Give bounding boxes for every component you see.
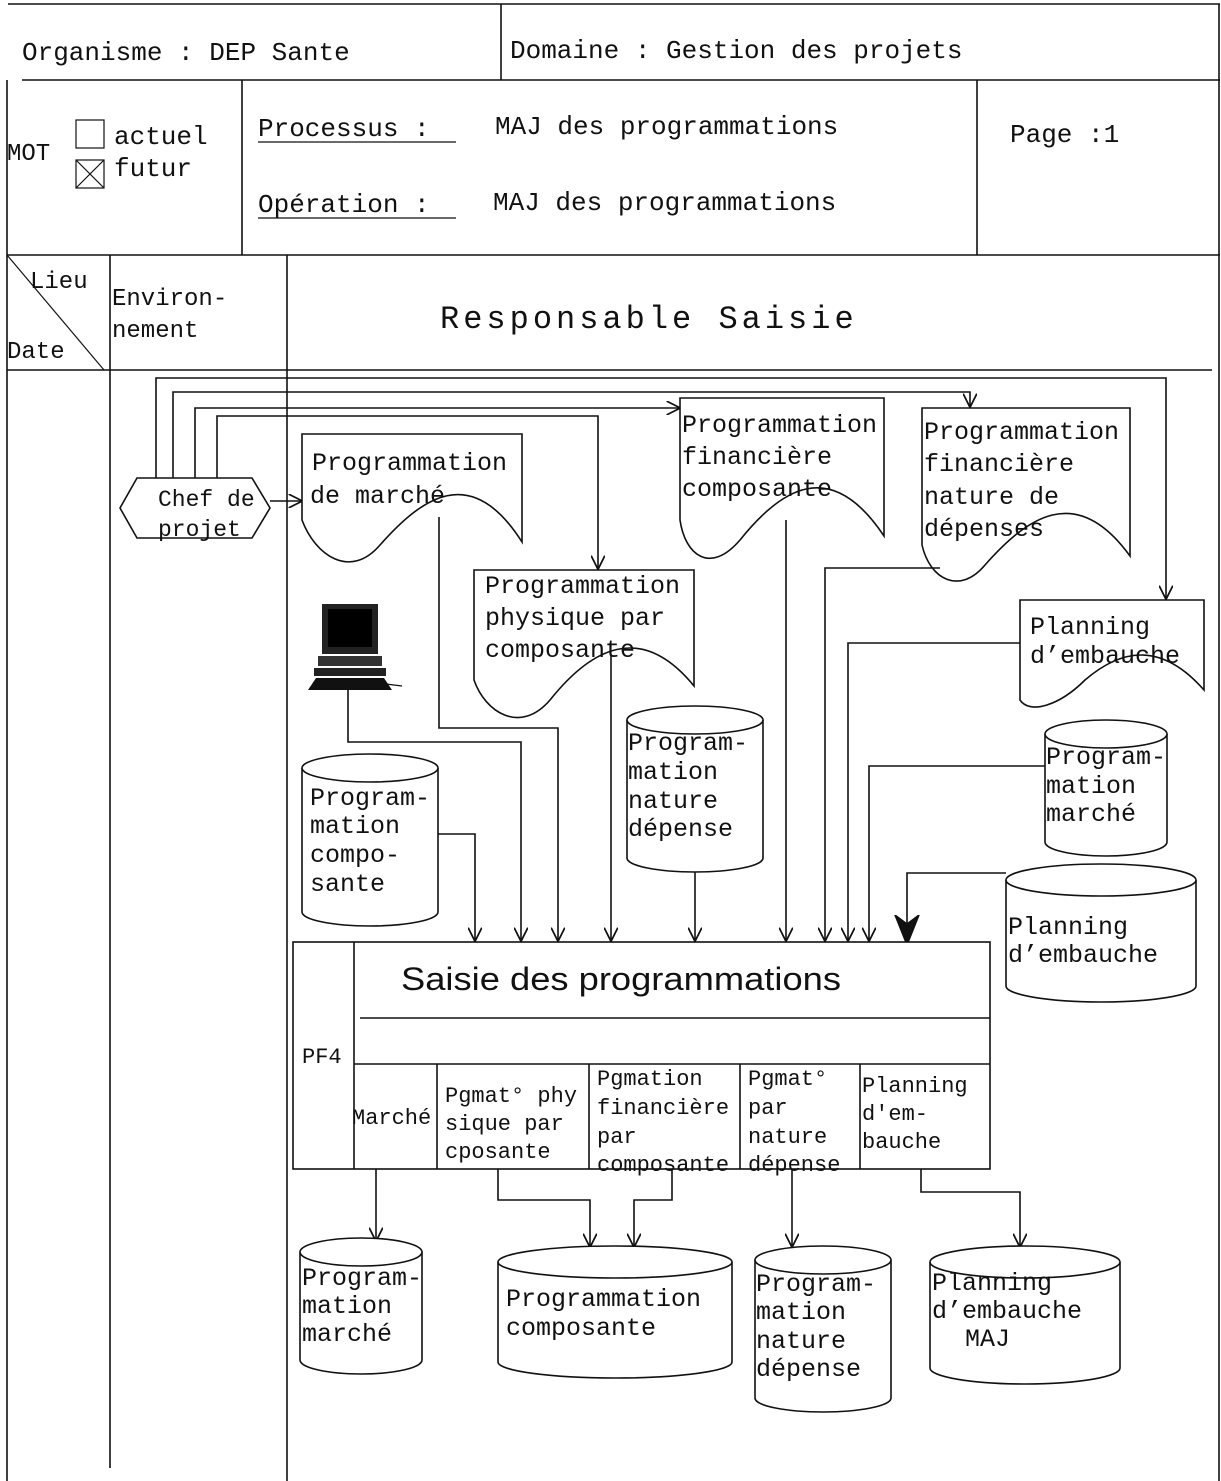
operation-saisie-box bbox=[292, 941, 991, 1170]
mot-label: MOT bbox=[7, 141, 50, 168]
svg-text:Program- mation ma: Program- mation marché bbox=[1046, 743, 1181, 829]
store-programmation-composante-output: Programmation composante bbox=[497, 1245, 733, 1379]
svg-text:Programmation de marché: Programmation de marché bbox=[310, 449, 522, 511]
output-flow-arrows bbox=[376, 1169, 1020, 1246]
store-programmation-composante-input: Program- mation compo- sante bbox=[301, 753, 445, 927]
date-header: Date bbox=[7, 339, 65, 366]
operation-title: Saisie des programmations bbox=[401, 961, 841, 997]
processus-value: MAJ des programmations bbox=[495, 112, 838, 142]
doc-programmation-physique: Programmation physique par composante bbox=[473, 569, 695, 719]
actor-routing-lines bbox=[155, 377, 1166, 598]
responsable-header: Responsable Saisie bbox=[440, 301, 858, 338]
svg-text:Chef de projet: Chef de projet bbox=[158, 487, 268, 543]
svg-text:Planning d’embauche: Planning d’embauche MAJ bbox=[932, 1269, 1097, 1354]
page-number: Page :1 bbox=[1010, 120, 1119, 150]
input-flow-arrows bbox=[347, 517, 1045, 942]
futur-checkbox-checked[interactable] bbox=[75, 159, 105, 189]
store-programmation-marche-input: Program- mation marché bbox=[1044, 719, 1181, 857]
operation-code: PF4 bbox=[302, 1045, 342, 1070]
doc-programmation-financiere-nature: Programmation financière nature de dépen… bbox=[921, 407, 1134, 582]
svg-text:Program- mation ma: Program- mation marché bbox=[302, 1264, 437, 1349]
environnement-header: Environ- nement bbox=[112, 286, 242, 345]
svg-text:Programmation composante: Programmation composante bbox=[506, 1285, 716, 1343]
svg-text:Programmation financière: Programmation financière composante bbox=[682, 411, 892, 504]
doc-planning-embauche: Planning d’embauche bbox=[1019, 599, 1205, 708]
svg-text:Planning d’embauche: Planning d’embauche bbox=[1030, 613, 1180, 671]
svg-text:Planning d’embauche: Planning d’embauche bbox=[1008, 913, 1158, 970]
computer-icon bbox=[308, 604, 403, 690]
actuel-checkbox[interactable] bbox=[75, 119, 105, 149]
operation-label: Opération : bbox=[258, 190, 430, 220]
op-cell-planning: Planning d'em- bauche bbox=[862, 1074, 981, 1155]
svg-text:Program- mation na: Program- mation nature dépense bbox=[756, 1270, 891, 1384]
domaine-field: Domaine : Gestion des projets bbox=[510, 36, 962, 66]
op-cell-physique: Pgmat° phy sique par cposante bbox=[445, 1084, 590, 1165]
op-cell-nature: Pgmat° par nature dépense bbox=[748, 1067, 840, 1178]
operation-value: MAJ des programmations bbox=[493, 188, 836, 218]
svg-text:Programmation physique p: Programmation physique par composante bbox=[485, 572, 695, 665]
organisme-field: Organisme : DEP Sante bbox=[22, 38, 350, 68]
doc-programmation-marche: Programmation de marché bbox=[301, 433, 523, 563]
store-planning-embauche-input: Planning d’embauche bbox=[1005, 863, 1197, 1003]
svg-text:Program- mation co: Program- mation compo- sante bbox=[310, 784, 445, 899]
store-programmation-marche-output: Program- mation marché bbox=[299, 1237, 437, 1375]
doc-programmation-financiere-composante: Programmation financière composante bbox=[679, 397, 892, 560]
column-frame bbox=[6, 254, 1212, 1481]
store-programmation-nature-input: Program- mation nature dépense bbox=[626, 705, 764, 873]
store-planning-embauche-maj-output: Planning d’embauche MAJ bbox=[929, 1245, 1121, 1385]
lieu-header: Lieu bbox=[30, 269, 88, 296]
op-cell-marche: Marché bbox=[352, 1106, 431, 1131]
processus-label: Processus : bbox=[258, 114, 430, 144]
store-programmation-nature-output: Program- mation nature dépense bbox=[754, 1245, 892, 1413]
actuel-label: actuel bbox=[114, 122, 208, 152]
futur-label: futur bbox=[114, 154, 192, 184]
chef-de-projet-actor[interactable]: Chef de projet bbox=[119, 477, 271, 543]
header-frame bbox=[6, 3, 1220, 1481]
svg-text:Program- mation na: Program- mation nature dépense bbox=[628, 729, 763, 844]
op-cell-financiere: Pgmation financière par composante bbox=[597, 1067, 742, 1178]
svg-text:Programmation financière: Programmation financière nature de dépen… bbox=[924, 418, 1134, 544]
